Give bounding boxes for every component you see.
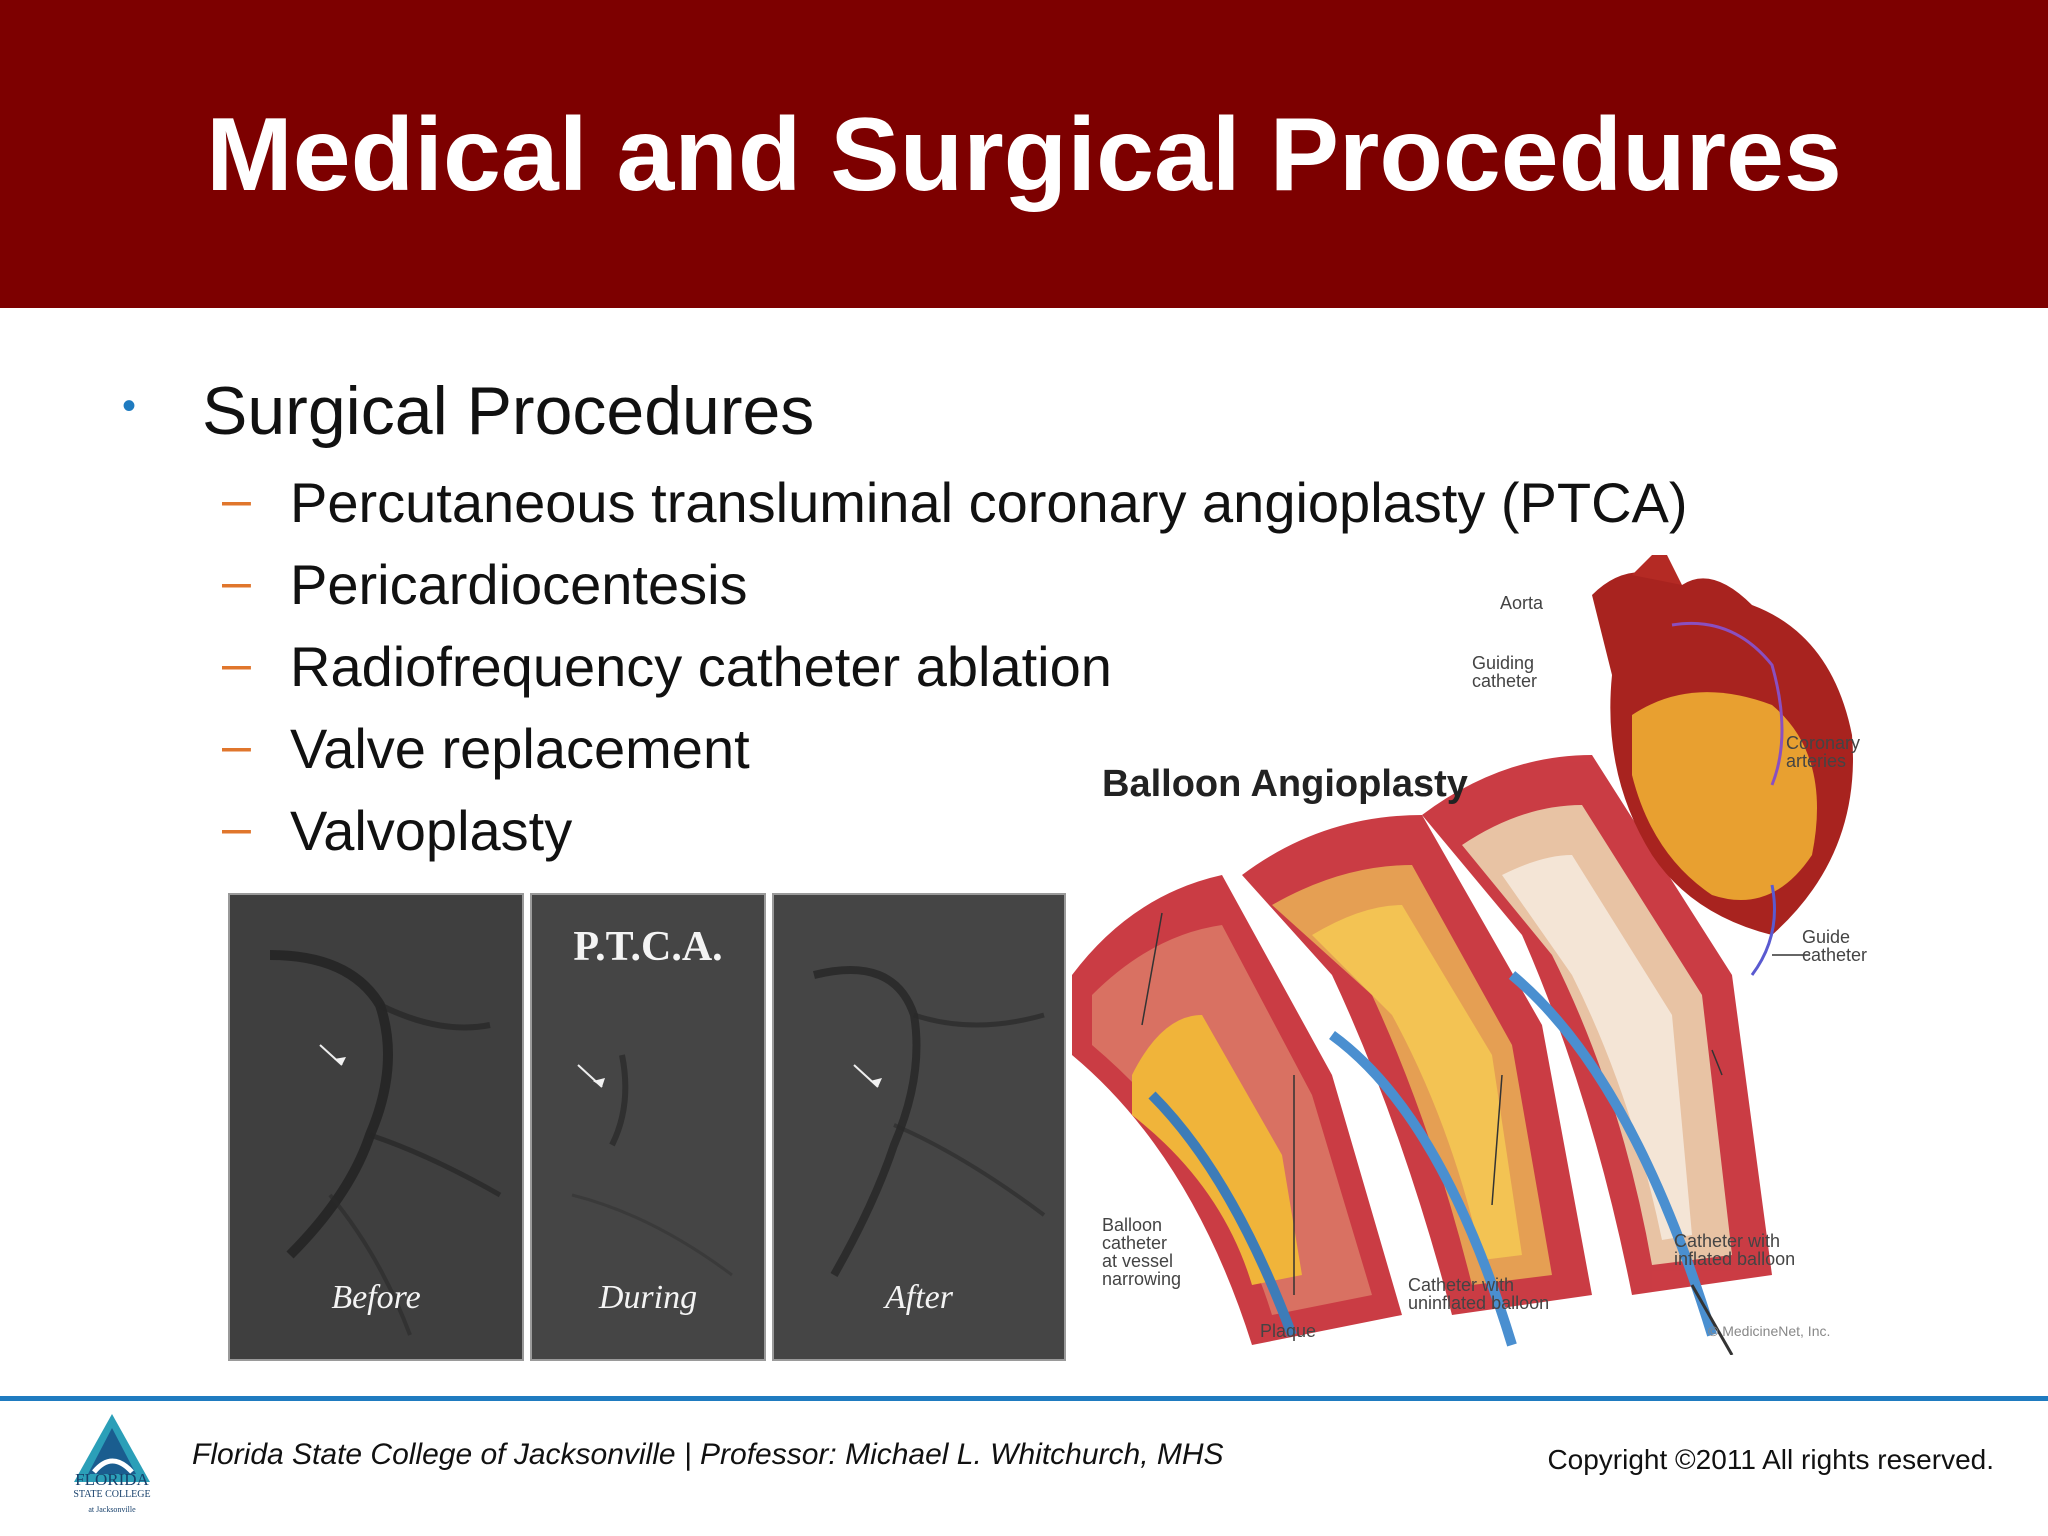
xray-panel-after: After [772,893,1066,1361]
dash-icon: – [222,717,251,775]
xray-label: Before [331,1279,421,1316]
angiogram-image [230,895,522,1359]
label-aorta: Aorta [1500,593,1544,613]
label-guide-catheter: Guide catheter [1802,927,1868,965]
logo-line-2: STATE COLLEGE [73,1489,151,1500]
footer-rule [0,1396,2048,1401]
angiogram-image [774,895,1064,1359]
xray-panel-before: Before [228,893,524,1361]
dash-icon: – [222,553,251,611]
footer-attribution: Florida State College of Jacksonville | … [192,1438,1224,1471]
logo-line-1: FLORIDA [75,1470,149,1489]
dash-icon: – [222,471,251,529]
logo-line-3: at Jacksonville [88,1505,136,1514]
college-logo-text: FLORIDA STATE COLLEGE at Jacksonville [64,1470,160,1517]
illustration-title: Balloon Angioplasty [1102,763,1468,805]
xray-label: During [598,1279,698,1316]
dash-icon: – [222,635,251,693]
sub-bullet-text: Valvoplasty [290,799,573,862]
label-coronary-arteries: Coronary arteries [1786,733,1861,771]
dash-icon: – [222,799,251,857]
xray-label: After [885,1279,953,1316]
label-uninflated-balloon: Catheter with uninflated balloon [1408,1275,1550,1313]
bullet-dot-icon: • [122,384,137,428]
sub-bullet-text: Percutaneous transluminal coronary angio… [290,471,1688,534]
ptca-label: P.T.C.A. [573,924,723,970]
angiogram-image [532,895,764,1359]
xray-panel-during: P.T.C.A. During [530,893,766,1361]
slide-title: Medical and Surgical Procedures [206,97,1842,213]
copyright: Copyright ©2011 All rights reserved. [1547,1444,1994,1475]
title-bar: Medical and Surgical Procedures [0,0,2048,308]
sub-bullet-text: Radiofrequency catheter ablation [290,635,1112,698]
label-guiding-catheter: Guiding catheter [1472,653,1538,691]
label-plaque: Plaque [1260,1321,1317,1341]
heart-image [1592,555,1853,976]
balloon-angioplasty-illustration [1072,555,1853,1355]
illustration-credit: © MedicineNet, Inc. [1708,1323,1831,1339]
sub-bullet-text: Pericardiocentesis [290,553,748,616]
label-balloon-catheter: Balloon catheter at vessel narrowing [1102,1215,1182,1289]
bullet-text: Surgical Procedures [202,373,815,449]
sub-bullet-text: Valve replacement [290,717,750,780]
college-logo-icon [74,1414,150,1482]
label-inflated-balloon: Catheter with inflated balloon [1674,1231,1796,1269]
